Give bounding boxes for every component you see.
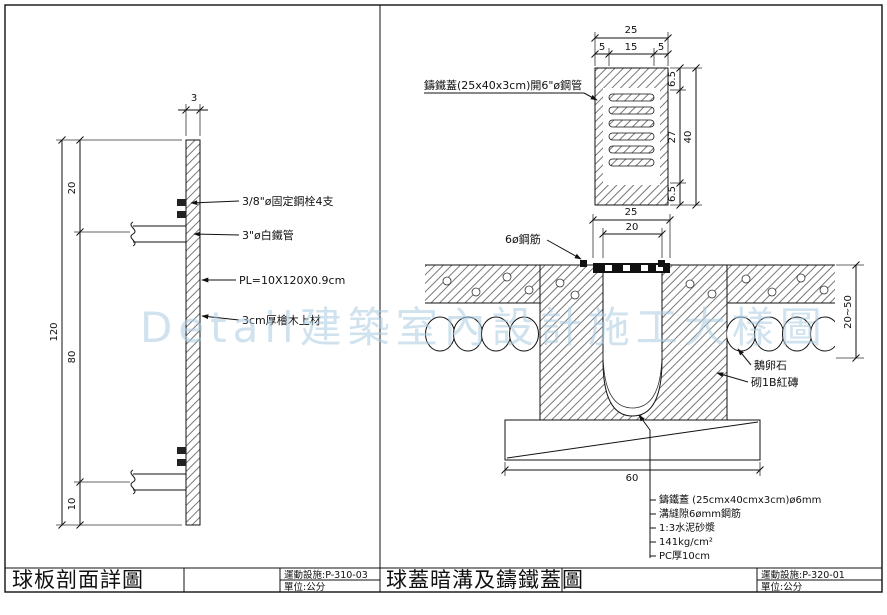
sheet-border (4, 4, 883, 593)
grate-slots (608, 93, 655, 167)
grate-plan-drawing: 25 5 15 5 6.5 27 6.5 40 鑄鐵蓋(25x40x3cm (424, 25, 702, 209)
callout-gap: 溝縫隙6ømm鋼筋 (659, 507, 741, 520)
cobble-layer-left (425, 316, 539, 352)
right-panel-title: 球蓋暗溝及鑄鐵蓋圖 (386, 568, 584, 592)
grate-label-callout: 鑄鐵蓋(25x40x3cm)開6"ø鋼管 (424, 78, 598, 101)
section-dim-depth: 20~50 (843, 295, 854, 329)
callout-strength: 141kg/cm² (659, 537, 713, 548)
rebar-callout: 6ø鋼筋 (505, 232, 582, 260)
section-dim-opening: 20 (626, 222, 639, 233)
right-facility-code: 運動設施:P-320-01 (761, 569, 845, 581)
callout-brick: 砌1B紅磚 (751, 376, 799, 389)
title-blocks: 球板剖面詳圖 運動設施:P-310-03 單位:公分 球蓋暗溝及鑄鐵蓋圖 運動設… (12, 568, 845, 593)
watermark: Detail建築室內設計施工大樣圖 (140, 303, 828, 352)
left-dimensions: 120 20 80 10 (49, 136, 182, 529)
grate-dim-seg-right: 5 (658, 42, 664, 53)
callout-pipe: 3"ø白鐵管 (242, 228, 294, 242)
grate-dim-bot: 6.5 (667, 186, 678, 202)
grate-dim-mid: 27 (667, 131, 678, 144)
grate-dim-top: 6.5 (667, 71, 678, 87)
callout-mortar: 1:3水泥砂漿 (659, 521, 715, 534)
callout-rebar: 6ø鋼筋 (505, 232, 541, 246)
dim-overall-label: 120 (49, 322, 60, 341)
cover-bar (593, 263, 670, 273)
section-depth-dimension: 20~50 (836, 261, 864, 362)
grate-dim-seg-left: 5 (599, 42, 605, 53)
pipe-upper (130, 221, 186, 247)
callout-wood: 3cm厚檜木上材 (242, 313, 321, 327)
trench-section-drawing: 25 20 6ø鋼筋 20~50 60 鵝卵石 (425, 207, 864, 562)
dim-thickness-label: 3 (191, 93, 197, 104)
grate-label: 鑄鐵蓋(25x40x3cm)開6"ø鋼管 (424, 78, 582, 92)
cobble-layer-right (727, 316, 835, 352)
grate-right-dimensions: 6.5 27 6.5 40 (667, 64, 702, 209)
rebar-square-right (658, 260, 665, 267)
board-section-drawing: 3 (49, 93, 345, 529)
board-callouts: 3/8"ø固定鋼栓4支 3"ø白鐵管 PL=10X120X0.9cm 3cm厚檜… (190, 194, 345, 327)
dim-thickness: 3 (178, 93, 208, 136)
brick-wall-hatch (540, 265, 727, 420)
section-top-dimensions: 25 20 (589, 207, 674, 258)
callout-cover: 鑄鐵蓋 (25cmx40cmx3cm)ø6mm (659, 493, 821, 506)
callout-cobble: 鵝卵石 (754, 358, 787, 372)
callout-plate: PL=10X120X0.9cm (239, 274, 345, 287)
left-unit-label: 單位:公分 (284, 581, 326, 593)
grate-top-dimensions: 25 5 15 5 (591, 25, 672, 66)
dim-bottom-label: 10 (67, 498, 78, 511)
callout-pc: PC厚10cm (659, 550, 710, 562)
channel-inner-surface (602, 265, 663, 417)
pipe-lower (130, 469, 186, 495)
right-unit-label: 單位:公分 (761, 581, 803, 593)
dim-middle-label: 80 (67, 351, 78, 364)
section-base-dimension: 60 (501, 462, 764, 484)
concrete-band-left (425, 265, 540, 303)
grate-dim-total-height: 40 (683, 131, 694, 144)
callout-bolt: 3/8"ø固定鋼栓4支 (242, 194, 334, 208)
left-panel-title: 球板剖面詳圖 (12, 568, 144, 592)
pipe-break-symbol (130, 469, 136, 495)
section-dim-base: 60 (626, 473, 639, 484)
section-dim-cover: 25 (625, 207, 638, 218)
side-callouts: 鵝卵石 砌1B紅磚 (716, 348, 799, 389)
rebar-square-left (580, 260, 587, 267)
left-facility-code: 運動設施:P-310-03 (284, 569, 368, 581)
dim-top-label: 20 (67, 182, 78, 195)
bolt-symbols (177, 199, 186, 466)
grate-dim-total-width: 25 (625, 25, 638, 36)
concrete-band-right (727, 265, 835, 303)
aggregate-circles (442, 272, 829, 300)
mortar-lining-arc (602, 351, 663, 409)
pipe-break-symbol (130, 221, 136, 247)
grate-dim-seg-center: 15 (625, 42, 638, 53)
bottom-callouts: 鑄鐵蓋 (25cmx40cmx3cm)ø6mm 溝縫隙6ømm鋼筋 1:3水泥砂… (638, 414, 821, 562)
